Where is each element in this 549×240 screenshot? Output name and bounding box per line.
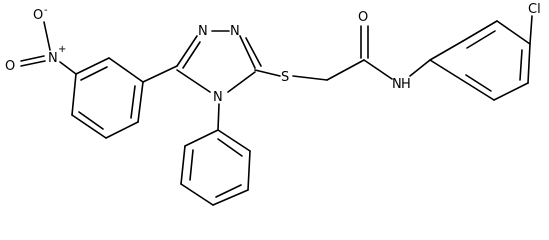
nitrophenyl-ring <box>71 57 144 139</box>
chemical-structure-canvas: N + O - O N N N S <box>5 2 541 206</box>
triazole-n2-label: N <box>230 24 240 39</box>
sulfur-label: S <box>281 70 289 85</box>
nitro-nitrogen-charge: + <box>58 44 66 55</box>
nitro-nitrogen-label: N <box>48 51 58 66</box>
amide-hydrogen-label: H <box>401 77 411 92</box>
nitro-oxygen-top-label: O <box>33 8 43 23</box>
triazole-n4-label: N <box>213 90 223 105</box>
amide-nitrogen-label: N <box>392 77 402 92</box>
nitro-oxygen-left-label: O <box>5 59 15 74</box>
chlorophenyl-ring: Cl <box>429 2 541 101</box>
chlorine-label: Cl <box>528 2 541 17</box>
aryl-triazole-bond <box>142 65 178 83</box>
triazole-ring: N N N <box>176 24 262 105</box>
thioacetamide-linker: S O N H <box>254 10 431 92</box>
molecule-drawing: N + O - O N N N S <box>5 2 541 206</box>
triazole-n1-label: N <box>198 24 208 39</box>
nitro-oxygen-top-charge: - <box>44 5 48 16</box>
carbonyl-oxygen-label: O <box>358 10 368 25</box>
nitro-group: N + O - O <box>5 5 77 75</box>
n-phenyl-ring <box>180 103 251 206</box>
